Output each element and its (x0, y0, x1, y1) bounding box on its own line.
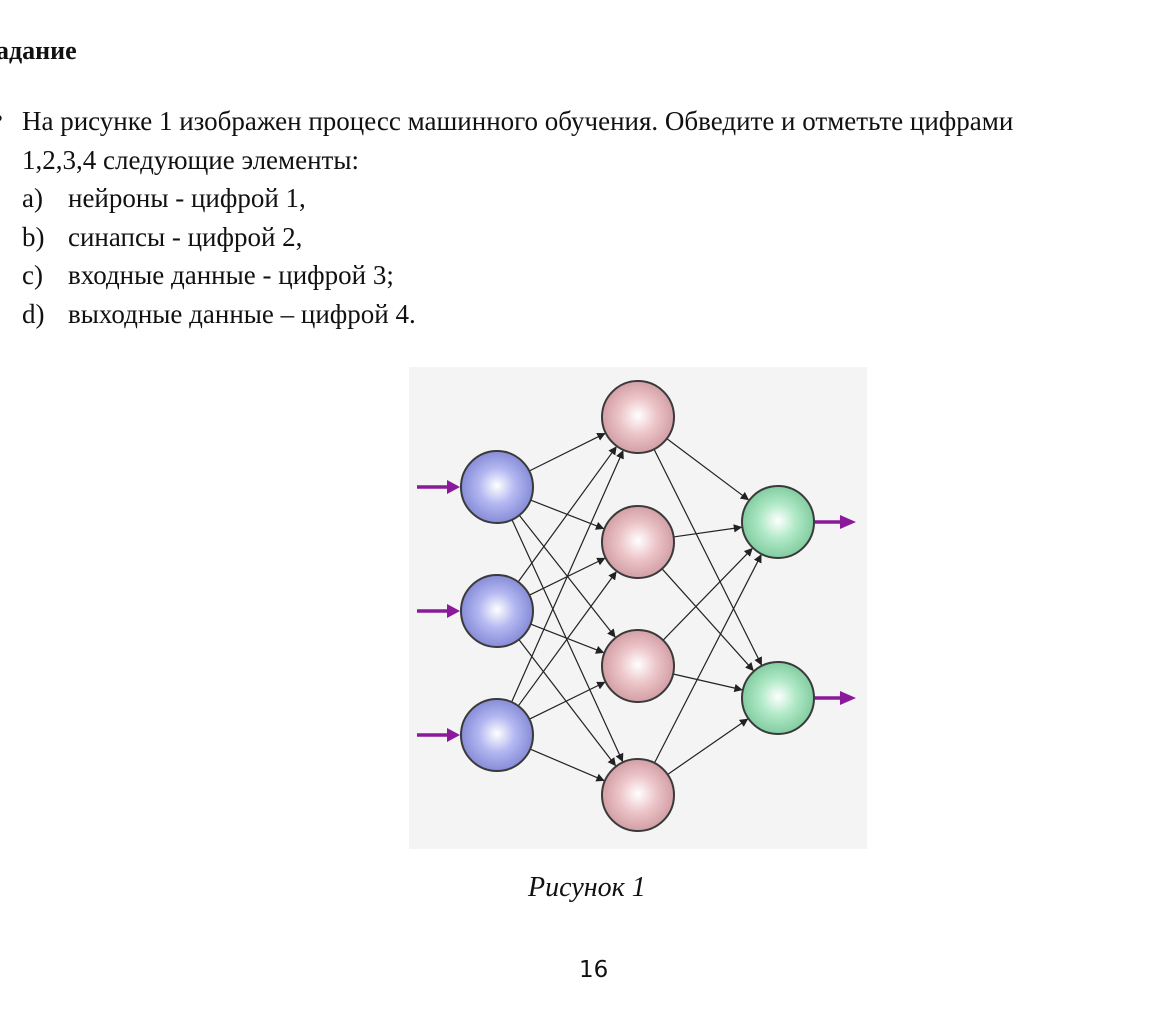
task-bullet: • (0, 104, 3, 134)
hidden-neuron-4 (601, 758, 675, 832)
input-arrow (417, 480, 460, 494)
hidden-neuron-1 (601, 380, 675, 454)
synapse-connection-1-3-0 (653, 554, 762, 764)
task-item-letter: a) (22, 183, 43, 213)
task-item-text: нейроны - цифрой 1, (68, 183, 306, 213)
output-arrow (814, 515, 856, 529)
synapse-connection-0-2-1 (517, 571, 617, 707)
task-item-list: a) нейроны - цифрой 1, b) синапсы - цифр… (22, 179, 1167, 333)
synapse-connection-0-0-3 (511, 519, 624, 763)
task-item-text: входные данные - цифрой 3; (68, 260, 394, 290)
synapse-connection-1-1-1 (661, 568, 754, 672)
input-arrow (417, 604, 460, 618)
synapse-connection-0-2-3 (529, 748, 605, 782)
task-description: На рисунке 1 изображен процесс машинного… (22, 102, 1167, 333)
task-item-text: синапсы - цифрой 2, (68, 221, 303, 252)
hidden-neuron-3 (601, 629, 675, 703)
input-arrow (417, 728, 460, 742)
task-item-b: b) синапсы - цифрой 2, (22, 218, 1167, 257)
task-item-text: выходные данные – цифрой 4. (68, 298, 416, 329)
output-neuron-2 (741, 661, 815, 735)
task-intro-line-2: 1,2,3,4 следующие элементы: (22, 144, 359, 175)
synapse-connection-1-0-0 (666, 438, 750, 501)
task-item-letter: b) (22, 221, 45, 252)
synapse-connection-1-1-0 (673, 524, 743, 538)
input-neuron-3 (460, 698, 534, 772)
figure-caption: Рисунок 1 (528, 872, 646, 903)
task-item-a: a) нейроны - цифрой 1, (22, 179, 1167, 218)
page-number: 16 (579, 957, 609, 983)
synapse-connection-1-3-1 (667, 718, 749, 775)
output-arrow (814, 691, 856, 705)
synapse-connection-0-0-0 (528, 432, 606, 472)
input-neuron-2 (460, 574, 534, 648)
neural-network-figure (409, 367, 867, 849)
synapse-connection-1-0-1 (653, 448, 763, 666)
task-item-d: d) выходные данные – цифрой 4. (22, 295, 1167, 334)
task-item-letter: d) (22, 298, 45, 329)
synapse-connection-0-2-2 (529, 681, 606, 720)
neural-network-diagram (417, 380, 856, 832)
synapse-connection-0-1-0 (517, 446, 617, 583)
hidden-neuron-2 (601, 505, 675, 579)
output-neuron-1 (741, 485, 815, 559)
task-item-letter: c) (22, 260, 43, 290)
synapse-connection-0-1-3 (518, 639, 617, 767)
task-item-c: c) входные данные - цифрой 3; (22, 256, 1167, 295)
synapse-connection-1-2-1 (672, 673, 743, 693)
task-intro-line-1: На рисунке 1 изображен процесс машинного… (22, 106, 1014, 136)
input-neuron-1 (460, 450, 534, 524)
synapse-connection-0-2-0 (511, 450, 624, 703)
section-heading: адание (0, 36, 77, 65)
synapse-connection-1-2-0 (662, 547, 753, 641)
